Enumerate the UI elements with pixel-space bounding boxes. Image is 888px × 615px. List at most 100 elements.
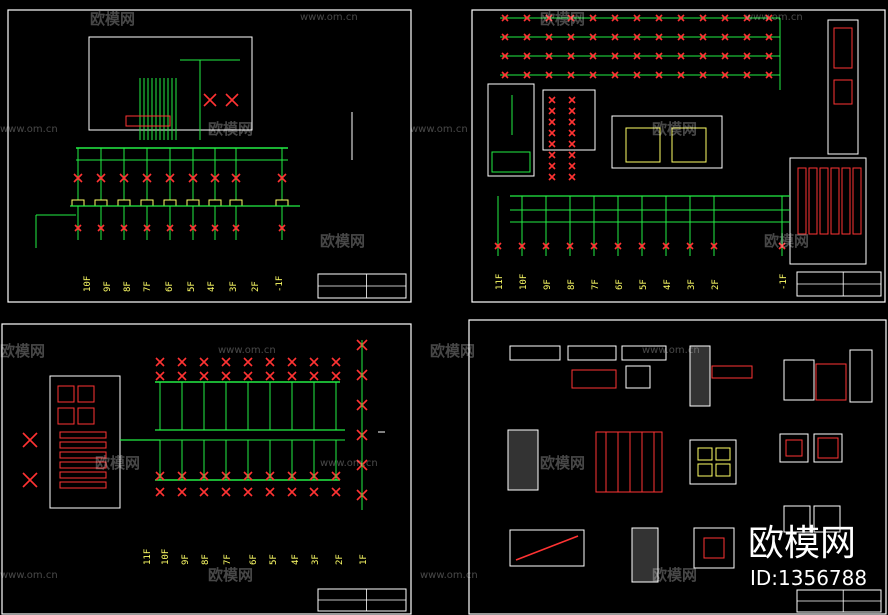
breaker-symbol bbox=[155, 357, 165, 367]
floor-label: 6F bbox=[249, 554, 259, 565]
breaker-symbol bbox=[309, 357, 319, 367]
watermark-brand: 欧模网 bbox=[208, 120, 254, 138]
breaker-symbol bbox=[545, 33, 553, 41]
breaker-symbol bbox=[177, 371, 187, 381]
breaker-symbol bbox=[548, 107, 556, 115]
breaker-symbol bbox=[567, 71, 575, 79]
breaker-symbol bbox=[97, 224, 105, 232]
wall-section bbox=[507, 429, 539, 491]
breaker-symbol bbox=[331, 357, 341, 367]
detail-frame bbox=[509, 345, 561, 361]
breaker-symbol bbox=[611, 33, 619, 41]
floor-label: 10F bbox=[83, 276, 93, 292]
meter-box bbox=[77, 385, 95, 403]
breaker-symbol bbox=[287, 357, 297, 367]
breaker-symbol bbox=[73, 173, 83, 183]
breaker-symbol bbox=[633, 33, 641, 41]
breaker-symbol bbox=[177, 487, 187, 497]
floor-label: 4F bbox=[207, 281, 217, 292]
breaker-symbol bbox=[199, 487, 209, 497]
breaker-symbol bbox=[589, 14, 597, 22]
breaker-symbol bbox=[142, 173, 152, 183]
breaker-symbol bbox=[548, 162, 556, 170]
breaker-symbol bbox=[568, 96, 576, 104]
watermark-url: www.om.cn bbox=[420, 570, 478, 581]
switch-cabinet bbox=[625, 127, 661, 163]
floor-label: 2F bbox=[251, 281, 261, 292]
breaker-symbol bbox=[590, 242, 598, 250]
floor-label: 10F bbox=[519, 274, 529, 290]
watermark-brand: 欧模网 bbox=[540, 10, 586, 28]
floor-label: -1F bbox=[779, 274, 789, 290]
floor-label: 5F bbox=[269, 554, 279, 565]
breaker-symbol bbox=[189, 224, 197, 232]
breaker-symbol bbox=[188, 173, 198, 183]
meter-box bbox=[186, 199, 200, 207]
breaker-symbol bbox=[199, 371, 209, 381]
watermark-url: www.om.cn bbox=[0, 570, 58, 581]
breaker-row bbox=[59, 451, 107, 459]
breaker-symbol bbox=[277, 173, 287, 183]
breaker-symbol bbox=[589, 71, 597, 79]
breaker-symbol bbox=[686, 242, 694, 250]
floor-label: 7F bbox=[591, 279, 601, 290]
wall-section bbox=[631, 527, 659, 583]
detail-frame bbox=[849, 349, 873, 403]
watermark-brand: 欧模网 bbox=[652, 120, 698, 138]
breaker-symbol bbox=[501, 71, 509, 79]
breaker-symbol bbox=[743, 52, 751, 60]
breaker-symbol bbox=[655, 52, 663, 60]
breaker-symbol bbox=[231, 173, 241, 183]
floor-label: 2F bbox=[711, 279, 721, 290]
detail-frame bbox=[783, 505, 811, 533]
floor-label: 11F bbox=[143, 549, 153, 565]
panel-box bbox=[542, 89, 596, 151]
detail-frame bbox=[621, 345, 667, 361]
watermark-brand: 欧模网 bbox=[764, 232, 810, 250]
breaker-symbol bbox=[699, 71, 707, 79]
breaker-symbol bbox=[589, 52, 597, 60]
equipment-rack bbox=[833, 27, 853, 69]
breaker-symbol bbox=[568, 151, 576, 159]
watermark-brand: 欧模网 bbox=[320, 232, 366, 250]
equipment-rack bbox=[833, 79, 853, 105]
breaker-symbol bbox=[721, 14, 729, 22]
breaker-symbol bbox=[655, 14, 663, 22]
floor-label: 8F bbox=[201, 554, 211, 565]
breaker-symbol bbox=[743, 33, 751, 41]
distribution-panel bbox=[49, 375, 121, 509]
breaker-symbol bbox=[568, 129, 576, 137]
breaker-symbol bbox=[545, 71, 553, 79]
watermark-url: www.om.cn bbox=[745, 12, 803, 23]
main-panel bbox=[789, 157, 867, 265]
breaker-symbol bbox=[662, 242, 670, 250]
breaker-symbol bbox=[611, 52, 619, 60]
breaker-symbol bbox=[633, 52, 641, 60]
brand-logo-text: 欧模网 bbox=[748, 523, 857, 564]
breaker-symbol bbox=[611, 14, 619, 22]
breaker-symbol bbox=[211, 224, 219, 232]
watermark-brand: 欧模网 bbox=[652, 566, 698, 584]
breaker-symbol bbox=[96, 173, 106, 183]
breaker-symbol bbox=[677, 33, 685, 41]
floor-label: 6F bbox=[165, 281, 175, 292]
breaker-symbol bbox=[568, 162, 576, 170]
floor-label: 7F bbox=[223, 554, 233, 565]
sheet-frame-1 bbox=[7, 9, 412, 303]
floor-label: 4F bbox=[291, 554, 301, 565]
breaker-row bbox=[59, 441, 107, 449]
breaker-symbol bbox=[287, 371, 297, 381]
breaker-symbol bbox=[166, 224, 174, 232]
breaker-symbol bbox=[221, 371, 231, 381]
breaker-symbol bbox=[638, 242, 646, 250]
breaker-symbol bbox=[743, 71, 751, 79]
breaker-symbol bbox=[518, 242, 526, 250]
watermark-url: www.om.cn bbox=[0, 124, 58, 135]
room-outline bbox=[88, 36, 253, 131]
breaker-column bbox=[808, 167, 818, 235]
breaker-symbol bbox=[542, 242, 550, 250]
floor-label: 1F bbox=[359, 554, 369, 565]
sheet-frame-3 bbox=[1, 323, 412, 615]
breaker-symbol bbox=[523, 71, 531, 79]
sheet-frame-4 bbox=[468, 319, 887, 615]
